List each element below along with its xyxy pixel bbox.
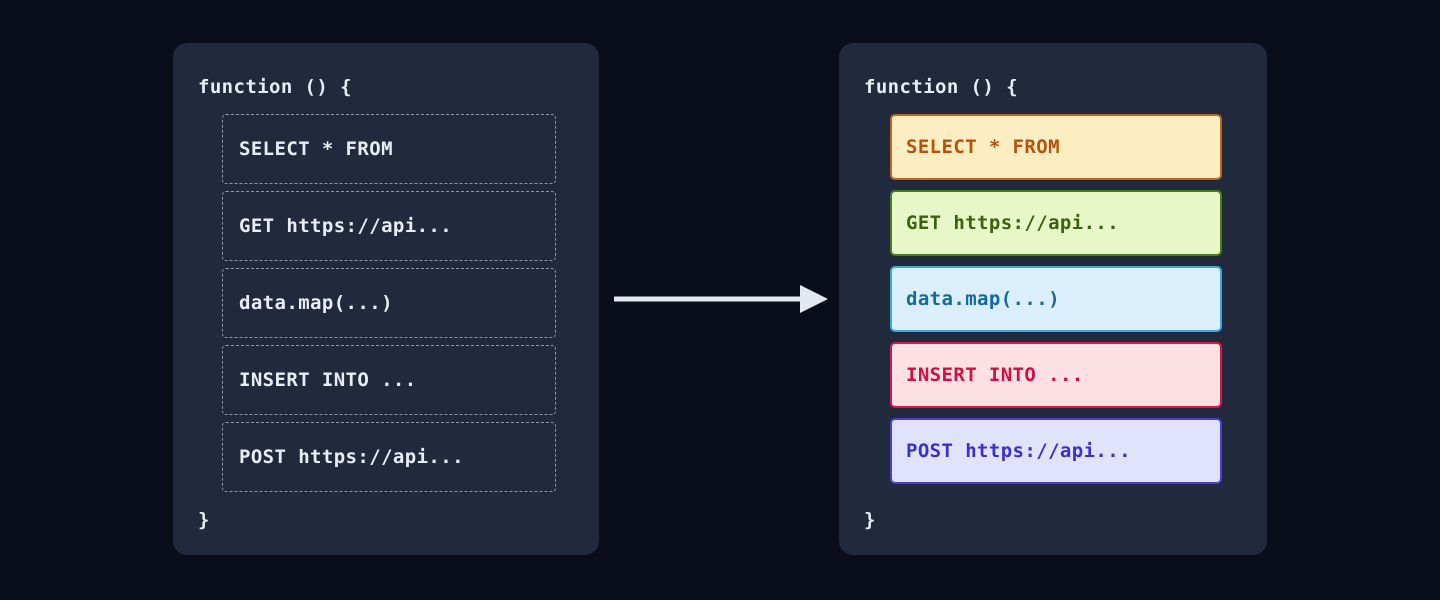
block-label: data.map(...) — [906, 288, 1060, 310]
panel-after-code: function () { SELECT * FROM GET https://… — [839, 43, 1267, 555]
before-block-http-post[interactable]: POST https://api... — [222, 422, 556, 492]
block-label: GET https://api... — [239, 215, 453, 237]
function-close-line: } — [864, 509, 876, 531]
block-label: INSERT INTO ... — [906, 364, 1084, 386]
before-block-sql-insert[interactable]: INSERT INTO ... — [222, 345, 556, 415]
panel-before-code: function () { SELECT * FROM GET https://… — [173, 43, 599, 555]
block-label: SELECT * FROM — [906, 136, 1060, 158]
block-label: GET https://api... — [906, 212, 1120, 234]
block-label: INSERT INTO ... — [239, 369, 417, 391]
function-open-line: function () { — [198, 76, 352, 98]
after-block-sql-select[interactable]: SELECT * FROM — [890, 114, 1222, 180]
before-block-sql-select[interactable]: SELECT * FROM — [222, 114, 556, 184]
right-arrow-icon — [614, 285, 828, 313]
before-block-list: SELECT * FROM GET https://api... data.ma… — [222, 114, 556, 499]
after-block-sql-insert[interactable]: INSERT INTO ... — [890, 342, 1222, 408]
block-label: data.map(...) — [239, 292, 393, 314]
before-block-http-get[interactable]: GET https://api... — [222, 191, 556, 261]
function-open-line: function () { — [864, 76, 1018, 98]
before-block-js-transform[interactable]: data.map(...) — [222, 268, 556, 338]
block-label: SELECT * FROM — [239, 138, 393, 160]
block-label: POST https://api... — [906, 440, 1131, 462]
after-block-js-transform[interactable]: data.map(...) — [890, 266, 1222, 332]
after-block-list: SELECT * FROM GET https://api... data.ma… — [890, 114, 1222, 494]
after-block-http-post[interactable]: POST https://api... — [890, 418, 1222, 484]
after-block-http-get[interactable]: GET https://api... — [890, 190, 1222, 256]
function-close-line: } — [198, 509, 210, 531]
block-label: POST https://api... — [239, 446, 464, 468]
